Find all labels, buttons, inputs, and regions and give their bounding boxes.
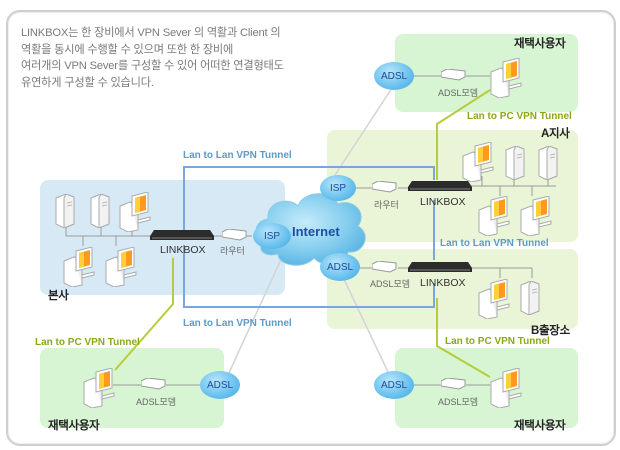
zone-home-bottom-left — [40, 348, 224, 428]
server-icon-hq-1 — [54, 193, 76, 232]
router-icon-hq — [222, 229, 247, 241]
pc-icon-branch-a-2 — [477, 195, 511, 240]
linkbox-label-office-b: LINKBOX — [420, 277, 466, 289]
link-adsl-top-to-isp — [334, 87, 393, 176]
description-text: LINKBOX는 한 장비에서 VPN Sever 의 역활과 Client 의… — [21, 25, 361, 91]
tunnel-label-lan-to-lan-bottom: Lan to Lan VPN Tunnel — [183, 318, 292, 329]
tunnel-line-blue-top — [183, 166, 435, 237]
tunnel-line-green-bottom — [436, 298, 491, 378]
tunnel-label-lan-to-lan-top: Lan to Lan VPN Tunnel — [183, 150, 292, 161]
server-icon-hq-2 — [89, 193, 111, 232]
linkbox-device-icon-hq — [150, 230, 214, 240]
isp-bubble-branch-a: ISP — [320, 175, 356, 201]
adsl-modem-icon-home-top-right — [441, 69, 466, 81]
zone-label-home-bottom-right: 재택사용자 — [514, 420, 566, 432]
tunnel-label-lan-to-pc-bottom-right: Lan to PC VPN Tunnel — [445, 336, 550, 347]
internet-cloud-icon — [255, 193, 366, 266]
internet-label: Internet — [292, 224, 340, 239]
adsl-modem-icon-office-b — [372, 261, 397, 273]
adsl-modem-label-office-b: ADSL모뎀 — [370, 279, 411, 289]
description-line: 역활을 동시에 수행할 수 있으며 또한 한 장비에 — [21, 43, 234, 56]
isp-bubble-hq: ISP — [253, 223, 291, 249]
zone-label-office-b: B출장소 — [531, 325, 570, 337]
adsl-modem-label-home-bottom-right: ADSL모뎀 — [438, 397, 479, 407]
linkbox-label-branch-a: LINKBOX — [420, 196, 466, 208]
tunnel-line-green-top — [436, 89, 491, 180]
linkbox-device-icon-branch-a — [408, 181, 472, 191]
pc-icon-home-bottom-right — [489, 367, 523, 412]
tunnel-label-lan-to-pc-left: Lan to PC VPN Tunnel — [35, 337, 140, 348]
pc-icon-office-b-1 — [477, 278, 511, 323]
pc-icon-home-bottom-left — [82, 367, 116, 412]
router-icon-branch-a — [372, 181, 397, 193]
tunnel-label-lan-to-pc-top-right: Lan to PC VPN Tunnel — [467, 111, 572, 122]
pc-icon-hq-1 — [118, 191, 152, 236]
adsl-bubble-office-b: ADSL — [320, 253, 360, 281]
zone-label-hq: 본사 — [48, 290, 69, 302]
description-line: 유연하게 구성할 수 있습니다. — [21, 76, 154, 89]
zone-label-branch-a: A지사 — [541, 128, 570, 140]
server-icon-office-b-1 — [519, 280, 541, 319]
server-icon-branch-a-2 — [537, 145, 559, 184]
server-icon-branch-a-1 — [504, 145, 526, 184]
tunnel-label-lan-to-lan-mid: Lan to Lan VPN Tunnel — [440, 238, 549, 249]
adsl-bubble-home-bottom-right: ADSL — [374, 371, 414, 399]
adsl-bubble-home-bottom-left: ADSL — [200, 371, 240, 399]
link-adsl-mid-to-adsl-bottom — [341, 274, 389, 373]
router-label-hq: 라우터 — [220, 246, 245, 256]
zone-label-home-bottom-left: 재택사용자 — [48, 420, 100, 432]
pc-icon-branch-a-3 — [519, 195, 553, 240]
linkbox-label-hq: LINKBOX — [160, 244, 206, 256]
router-label-branch-a: 라우터 — [374, 200, 399, 210]
tunnel-line-blue-bottom — [183, 245, 435, 308]
adsl-bubble-home-top-right: ADSL — [374, 62, 414, 90]
zone-label-home-top-right: 재택사용자 — [514, 38, 566, 50]
adsl-modem-label-home-bottom-left: ADSL모뎀 — [136, 397, 177, 407]
tunnel-line-green-left — [114, 258, 174, 371]
pc-icon-hq-2 — [62, 246, 96, 291]
adsl-modem-label-home-top-right: ADSL모뎀 — [438, 88, 479, 98]
zone-home-bottom-right — [395, 348, 578, 428]
description-line: 여러개의 VPN Sever를 구성할 수 있어 어떠한 연결형태도 — [21, 60, 284, 72]
description-line: LINKBOX는 한 장비에서 VPN Sever 의 역활과 Client 의 — [21, 27, 281, 39]
adsl-modem-icon-home-bottom-left — [141, 378, 166, 390]
linkbox-device-icon-office-b — [408, 262, 472, 272]
pc-icon-home-top-right — [489, 57, 523, 102]
pc-icon-branch-a-1 — [461, 141, 495, 186]
zone-home-top-right — [395, 34, 578, 112]
adsl-modem-icon-home-bottom-right — [441, 378, 466, 390]
pc-icon-hq-3 — [104, 246, 138, 291]
